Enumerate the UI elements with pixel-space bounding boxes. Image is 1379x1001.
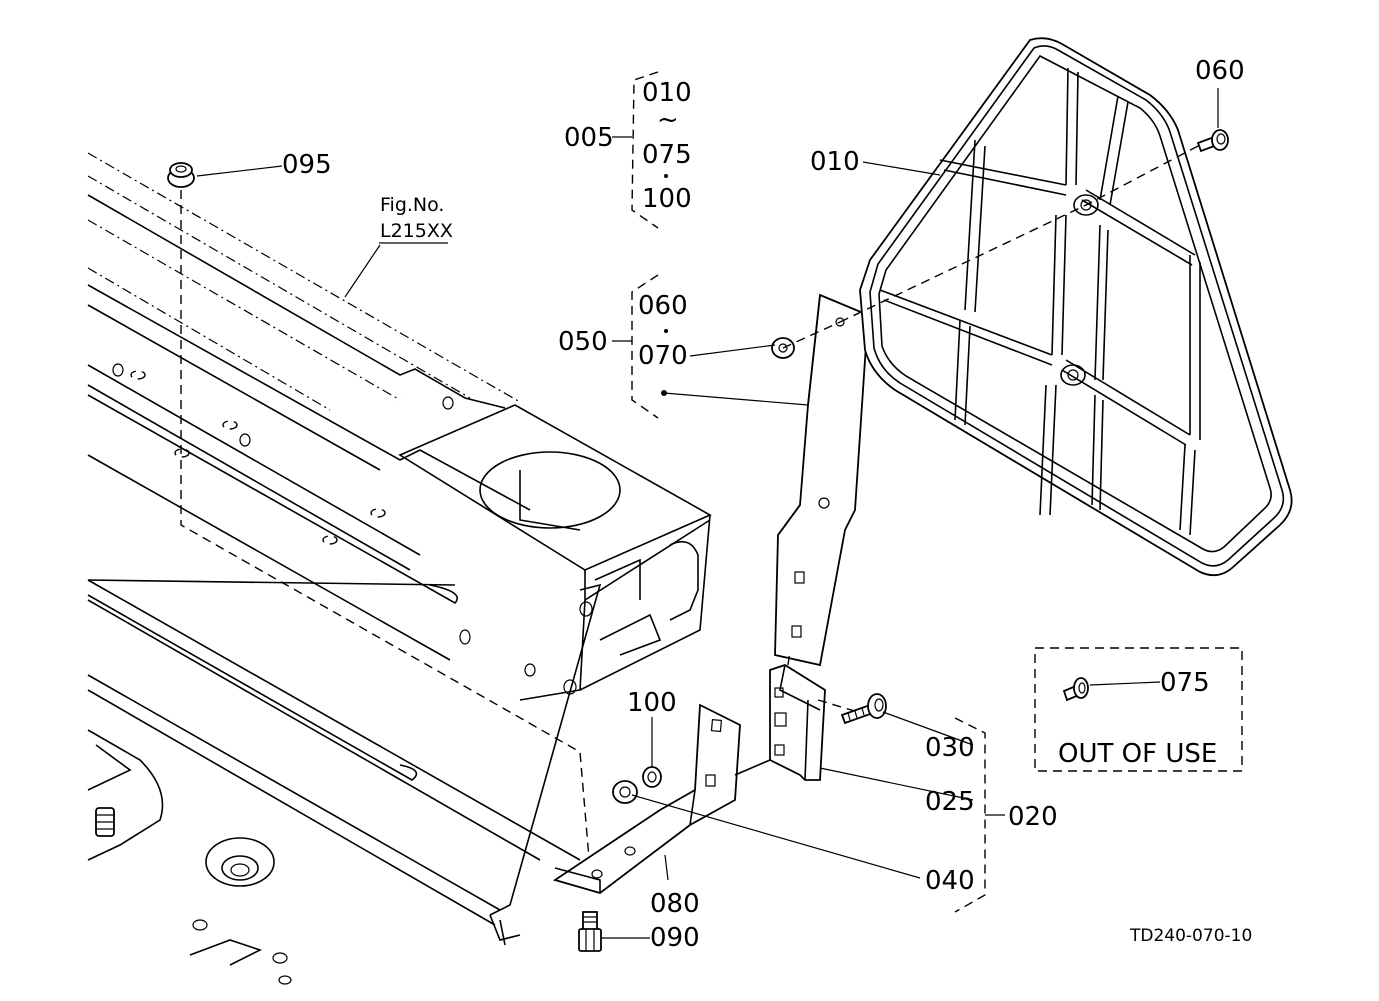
chassis-frame [87, 152, 712, 985]
holder-025 [734, 664, 826, 781]
label-075-range: 075 [642, 140, 692, 170]
label-095: 095 [282, 150, 332, 180]
stay-050 [774, 293, 869, 667]
label-070: 070 [638, 341, 688, 371]
washer-100 [642, 766, 662, 788]
bolt-060 [1196, 129, 1229, 153]
group-brackets [612, 71, 1005, 913]
label-020: 020 [1008, 802, 1058, 832]
label-100-range: 100 [642, 184, 692, 214]
label-090: 090 [650, 923, 700, 953]
drawing-code: TD240-070-10 [1129, 926, 1252, 946]
label-060-group: 060 [638, 291, 688, 321]
label-075-out: 075 [1160, 668, 1210, 698]
label-025: 025 [925, 787, 975, 817]
label-100: 100 [627, 688, 677, 718]
label-030: 030 [925, 733, 975, 763]
label-005: 005 [564, 123, 614, 153]
label-050: 050 [558, 327, 608, 357]
cover-010 [859, 37, 1293, 577]
bolt-030 [840, 693, 887, 725]
label-060-top: 060 [1195, 56, 1245, 86]
label-tilde: ~ [657, 105, 679, 135]
label-040: 040 [925, 866, 975, 896]
nut-095 [167, 162, 591, 871]
label-010: 010 [810, 147, 860, 177]
bracket-080 [552, 703, 741, 894]
part-labels: 005 010 ~ 075 100 010 060 050 060 070 09… [282, 56, 1252, 953]
fig-ref-line2: L215XX [380, 220, 453, 242]
bolt-090 [578, 911, 602, 952]
out-of-use-text: OUT OF USE [1058, 739, 1217, 769]
label-080: 080 [650, 889, 700, 919]
label-010-range: 010 [642, 78, 692, 108]
fig-ref-line1: Fig.No. [380, 194, 444, 216]
leader-lines [196, 88, 1219, 939]
out-of-use-box [1034, 647, 1243, 772]
nut-040 [612, 780, 638, 804]
